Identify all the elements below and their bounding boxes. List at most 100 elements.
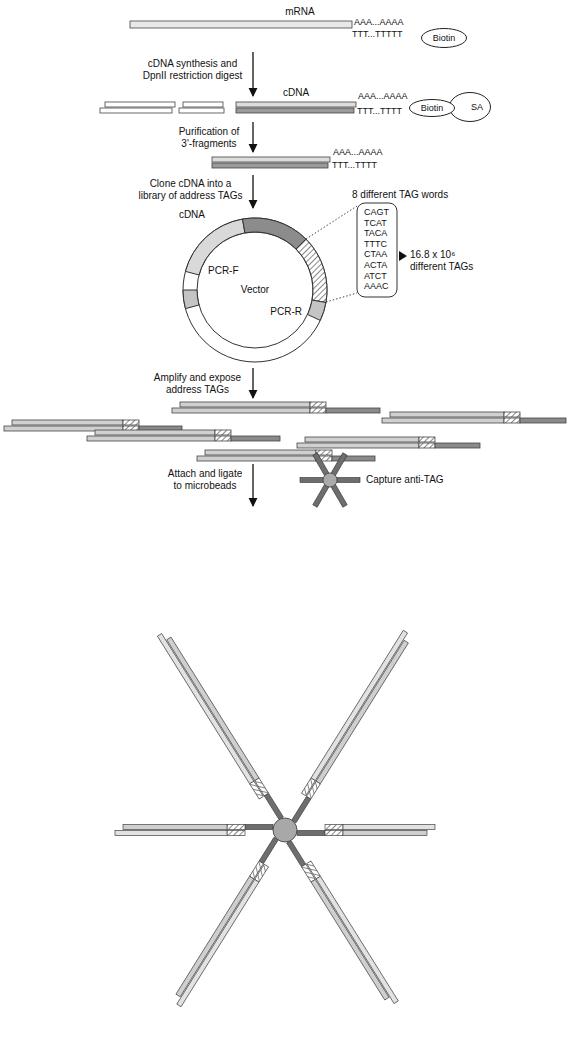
bead-name: Capture anti-TAG: [366, 474, 444, 486]
oligo-dt: TTT...TTTT: [332, 160, 377, 171]
address-tag: [325, 825, 343, 830]
cdna-fragment: [179, 108, 224, 113]
plasmid-part: cDNA: [179, 209, 205, 221]
address-tag: [215, 436, 231, 441]
amplified-fragment: [180, 402, 310, 407]
captured-fragment: [311, 879, 389, 1000]
streptavidin-outline: [449, 92, 491, 122]
flow-arrow: [252, 368, 253, 398]
tag-word: TTTC: [364, 239, 387, 250]
cdna-3prime-fragment: [236, 102, 356, 107]
step-text: cDNA synthesis and DpnII restriction dig…: [140, 58, 245, 82]
primer-site: [308, 300, 326, 320]
primer-name: PCR-F: [208, 265, 239, 277]
cdna-fragment: [183, 102, 223, 107]
tag-word: TACA: [364, 228, 387, 239]
address-tag: [504, 418, 520, 423]
molecule-name: cDNA: [283, 87, 309, 99]
tag-count: 16.8 x 10⁶ different TAGs: [410, 249, 488, 273]
node-text: Biotin: [433, 33, 456, 44]
captured-fragment: [157, 634, 253, 784]
anti-tag: [292, 796, 311, 822]
dotted-leader: [306, 206, 357, 239]
tag-word: TCAT: [364, 218, 387, 229]
mrna-strand: [130, 21, 352, 28]
amplified-fragment: [382, 418, 504, 423]
address-tag: [504, 412, 520, 417]
ellipse-outline: [422, 29, 467, 48]
address-tag: [250, 781, 264, 799]
microbead: [323, 473, 337, 487]
amplified-fragment: [197, 456, 316, 461]
amplified-fragment: [305, 437, 419, 442]
tag-complement: [231, 436, 280, 441]
amplified-fragment: [95, 430, 215, 435]
anti-tag-spoke: [331, 453, 347, 476]
node-text: Vector: [241, 284, 269, 296]
anti-tag-spoke: [313, 453, 329, 476]
pointer-arrow: [399, 251, 407, 261]
address-tag: [419, 443, 435, 448]
address-tag: [227, 825, 245, 830]
tag-word: CTAA: [364, 249, 387, 260]
amplified-fragment: [390, 412, 504, 417]
anti-tag-spoke: [313, 484, 329, 507]
tag-complement: [435, 443, 480, 448]
poly-a: AAA...AAAA: [333, 147, 383, 158]
oligo-dt: TTT...TTTTT: [352, 29, 402, 40]
captured-fragment: [176, 876, 254, 997]
anti-tag-spoke: [331, 484, 347, 507]
poly-a: AAA...AAAA: [354, 17, 404, 28]
address-tag: [316, 450, 332, 455]
flow-arrow: [252, 175, 253, 208]
streptavidin: SA: [449, 92, 491, 122]
ellipse-outline: [410, 100, 455, 117]
tag-word: CAGT: [364, 207, 389, 218]
tag-word: ATCT: [364, 271, 387, 282]
molecule-name: mRNA: [285, 6, 314, 18]
anti-tag: [287, 840, 306, 866]
poly-a: AAA...AAAA: [358, 91, 408, 102]
microbead: [273, 818, 297, 842]
amplified-fragment: [12, 420, 123, 425]
anti-tag-spoke: [300, 478, 324, 483]
biotin-label: Biotin: [421, 28, 467, 48]
address-tag: [255, 864, 269, 882]
address-tag-site: [296, 239, 327, 302]
ellipse-outline: [450, 93, 491, 122]
captured-fragment: [316, 640, 408, 783]
captured-fragment: [343, 831, 427, 836]
anti-tag: [245, 825, 273, 830]
anti-tag: [297, 831, 325, 836]
insert-segment: [242, 218, 305, 249]
captured-fragment: [123, 825, 227, 830]
captured-fragment: [343, 825, 435, 830]
biotin-label: Biotin: [409, 99, 455, 117]
oligo-dt: TTT...TTTT: [357, 106, 402, 117]
amplified-fragment: [172, 408, 310, 413]
step-text: Amplify and expose address TAGs: [150, 372, 245, 396]
step-text: Clone cDNA into a library of address TAG…: [136, 178, 245, 202]
captured-fragment: [167, 637, 259, 780]
flow-arrow: [252, 122, 253, 152]
tag-complement: [520, 418, 566, 423]
dotted-leader: [326, 293, 357, 302]
anti-tag: [259, 837, 278, 863]
address-tag: [302, 778, 316, 796]
address-tag: [310, 402, 326, 407]
tag-words-heading: 8 different TAG words: [352, 189, 448, 201]
primer-name: PCR-R: [270, 306, 302, 318]
address-tag: [310, 408, 326, 413]
address-tag: [419, 437, 435, 442]
cdna-fragment: [105, 102, 175, 107]
purified-fragment: [212, 157, 330, 162]
tag-bracket: [357, 203, 397, 297]
captured-fragment: [115, 831, 227, 836]
primer-site: [183, 290, 199, 309]
address-tag: [215, 430, 231, 435]
step-text: Attach and ligate to microbeads: [165, 468, 245, 492]
node-text: Biotin: [421, 103, 444, 114]
amplified-fragment: [87, 436, 215, 441]
amplified-fragment: [205, 450, 316, 455]
